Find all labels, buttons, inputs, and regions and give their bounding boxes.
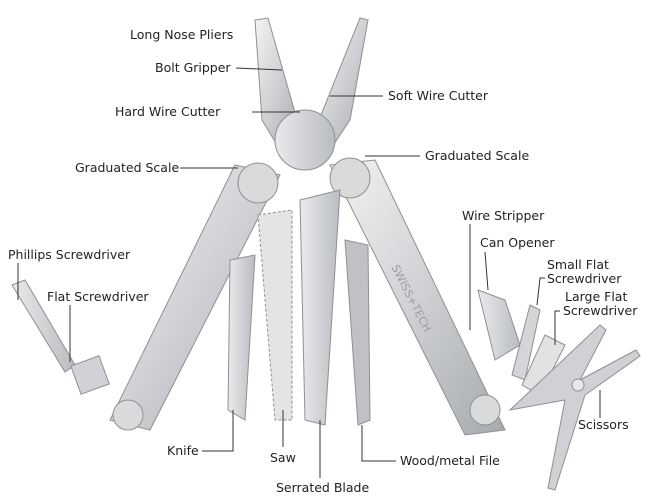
label-graduated-scale-right: Graduated Scale (425, 148, 530, 163)
label-small-flat-screwdriver: Small Flat Screwdriver (547, 258, 621, 286)
right-handle-pivot (329, 157, 371, 199)
right-handle-bottom-pivot (469, 394, 501, 426)
leader-lines (17, 67, 601, 478)
label-large-flat-line1: Large Flat (565, 289, 628, 304)
saw-blade (257, 209, 293, 421)
scissors-tool (508, 324, 641, 491)
left-handle-bottom-pivot (112, 399, 144, 431)
driver-bracket (70, 355, 110, 395)
label-hard-wire-cutter: Hard Wire Cutter (115, 104, 221, 119)
label-scissors: Scissors (578, 417, 629, 432)
label-flat-screwdriver: Flat Screwdriver (47, 289, 149, 304)
label-large-flat-line2: Screwdriver (563, 303, 638, 318)
label-soft-wire-cutter: Soft Wire Cutter (388, 88, 489, 103)
label-can-opener: Can Opener (480, 235, 555, 250)
serrated-blade (299, 189, 341, 426)
pliers-jaw-right (314, 17, 369, 151)
pliers-pivot (274, 109, 336, 171)
label-phillips-screwdriver: Phillips Screwdriver (8, 247, 131, 262)
label-long-nose-pliers: Long Nose Pliers (130, 27, 234, 42)
file-blade (344, 239, 371, 426)
label-bolt-gripper: Bolt Gripper (155, 60, 231, 75)
label-knife: Knife (167, 443, 199, 458)
label-serrated-blade: Serrated Blade (276, 480, 370, 495)
label-wire-stripper: Wire Stripper (462, 208, 545, 223)
can-opener-tool (477, 289, 521, 361)
label-large-flat-screwdriver: Large Flat Screwdriver (563, 290, 637, 318)
label-graduated-scale-left: Graduated Scale (75, 160, 180, 175)
label-small-flat-line2: Screwdriver (547, 271, 622, 286)
label-wood-metal-file: Wood/metal File (400, 453, 500, 468)
knife-blade (227, 254, 256, 421)
label-small-flat-line1: Small Flat (547, 257, 609, 272)
scissors-pivot (571, 378, 585, 392)
label-saw: Saw (270, 450, 296, 465)
left-handle-pivot (237, 162, 279, 204)
